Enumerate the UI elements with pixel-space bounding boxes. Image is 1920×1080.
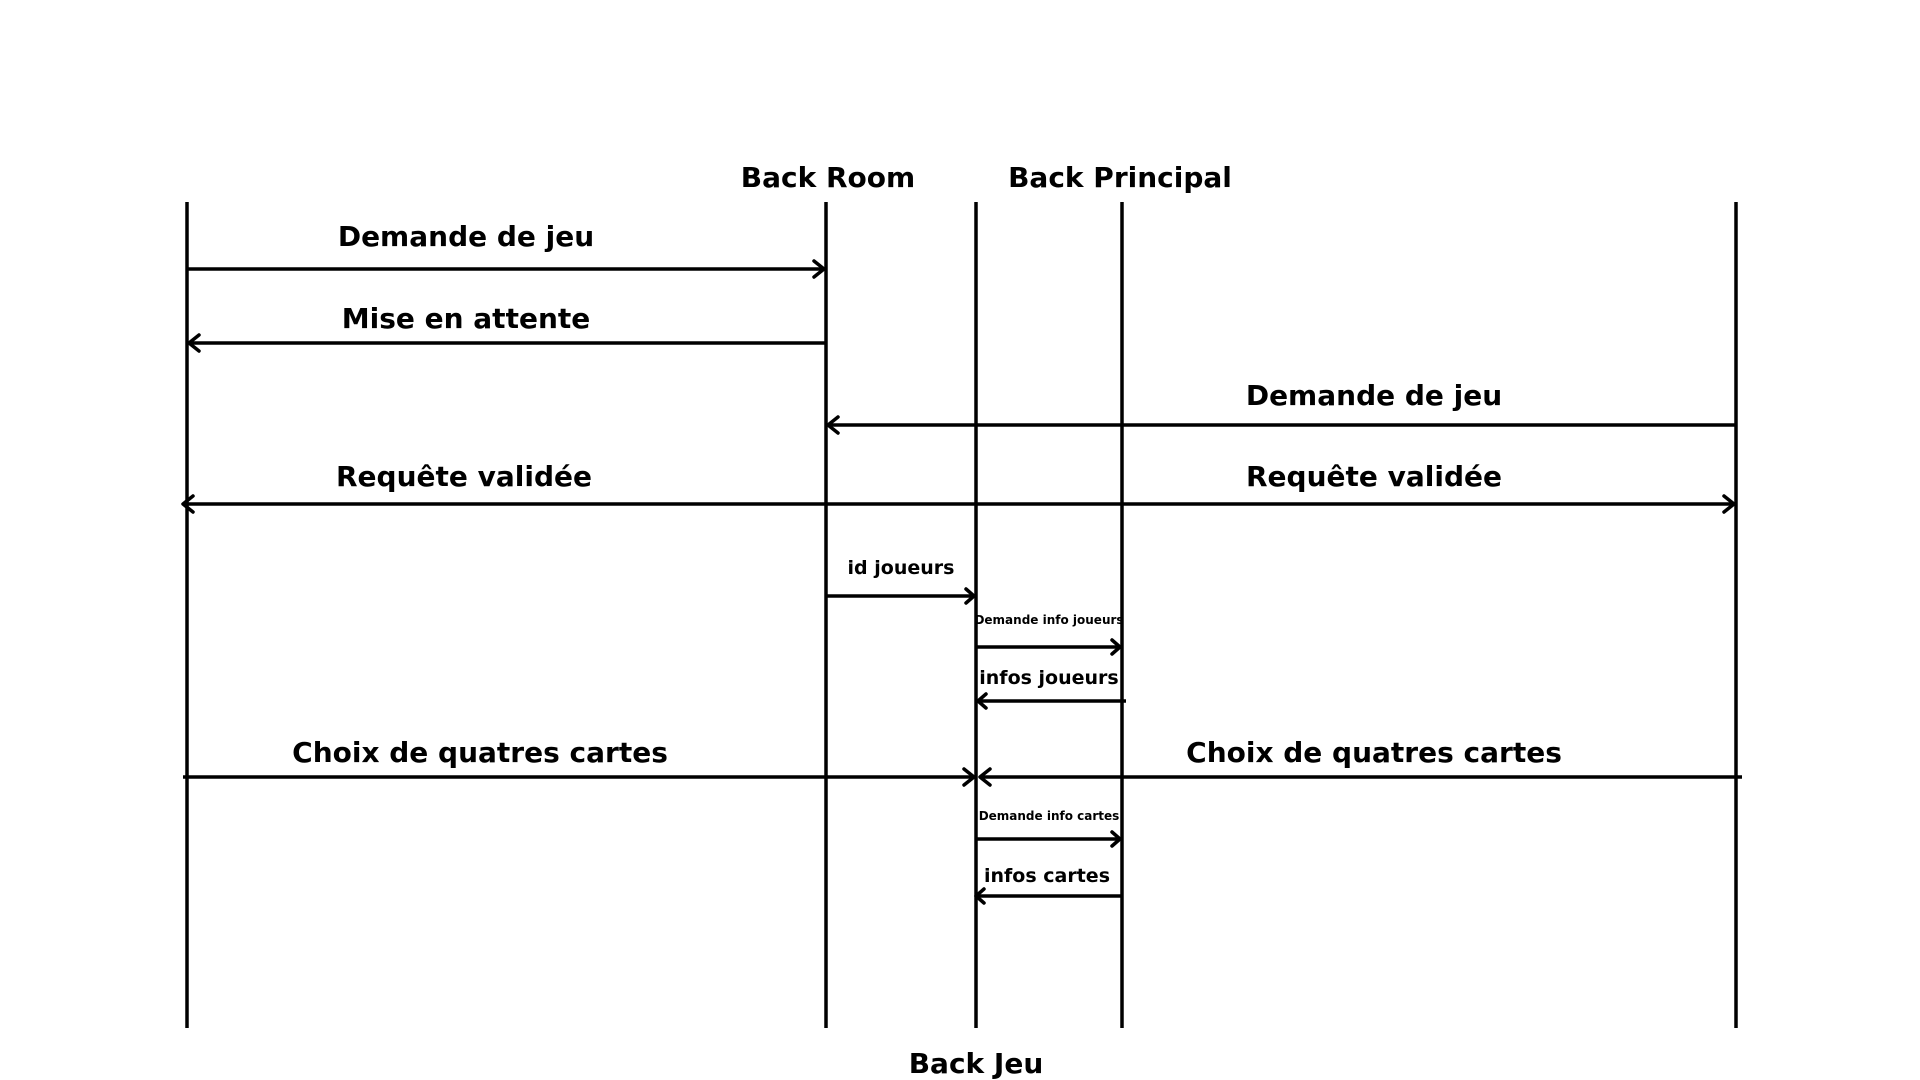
- message-arrow-id-joueurs: [826, 587, 976, 605]
- message-arrow-infos-cartes: [974, 887, 1122, 905]
- message-arrow-infos-joueurs: [976, 692, 1126, 710]
- message-arrow-demande-info-joueurs: [976, 638, 1122, 656]
- message-arrow-demande-de-jeu-1: [187, 259, 826, 279]
- message-label-demande-de-jeu-2: Demande de jeu: [1246, 379, 1502, 412]
- message-arrow-demande-info-cartes: [976, 830, 1122, 848]
- message-arrow-mise-en-attente: [187, 333, 826, 353]
- message-label-infos-joueurs: infos joueurs: [979, 667, 1118, 689]
- message-label-choix-cartes-right: Choix de quatres cartes: [1186, 736, 1562, 769]
- message-label-demande-de-jeu-1: Demande de jeu: [338, 220, 594, 253]
- message-label-infos-cartes: infos cartes: [984, 865, 1110, 887]
- message-label-demande-info-cartes: Demande info cartes: [979, 809, 1120, 823]
- message-label-choix-cartes-left: Choix de quatres cartes: [292, 736, 668, 769]
- participant-label-back-jeu: Back Jeu: [909, 1047, 1044, 1080]
- participant-label-back-principal: Back Principal: [1008, 161, 1232, 194]
- message-label-id-joueurs: id joueurs: [848, 557, 955, 579]
- message-label-mise-en-attente: Mise en attente: [342, 302, 591, 335]
- message-arrow-demande-de-jeu-2: [826, 415, 1736, 435]
- message-label-demande-info-joueurs: Demande info joueurs: [974, 613, 1123, 627]
- message-arrow-choix-cartes-left: [183, 767, 976, 787]
- message-label-requete-validee-left: Requête validée: [336, 460, 592, 493]
- participant-label-back-room: Back Room: [741, 161, 915, 194]
- message-arrow-requete-validee: [181, 494, 1736, 514]
- message-label-requete-validee-right: Requête validée: [1246, 460, 1502, 493]
- message-arrow-choix-cartes-right: [978, 767, 1742, 787]
